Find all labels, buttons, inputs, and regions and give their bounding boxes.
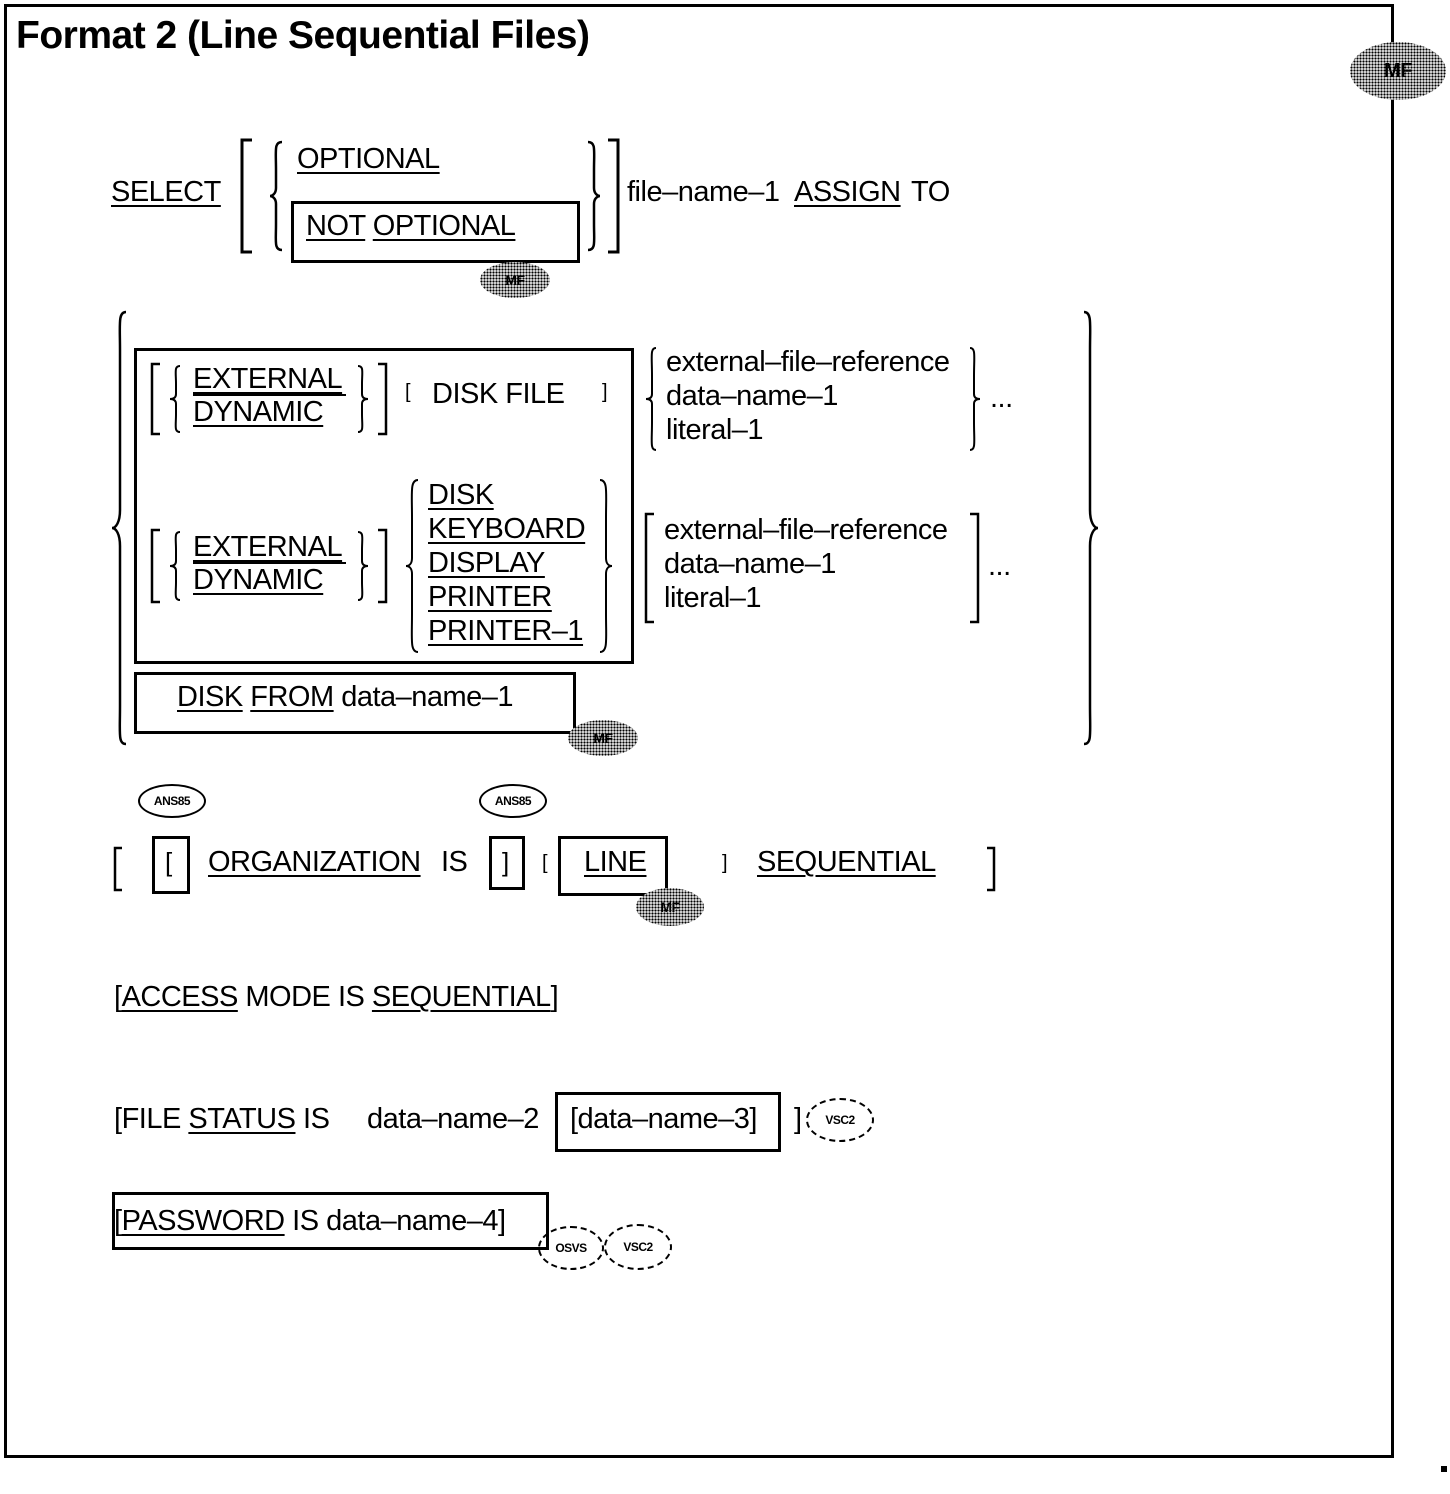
- device-printer: PRINTER: [428, 581, 552, 613]
- access-sequential-keyword: SEQUENTIAL: [371, 981, 551, 1013]
- data-name-3: [data–name–3]: [570, 1103, 757, 1135]
- device-printer-1: PRINTER–1: [428, 615, 584, 647]
- assign-left-brace: [111, 310, 127, 746]
- target1-external-file-reference: external–file–reference: [666, 346, 950, 378]
- device-right-brace: [599, 479, 613, 653]
- left-brace: [269, 140, 283, 252]
- mode-is-keyword: MODE IS: [245, 981, 365, 1013]
- file-keyword: FILE: [121, 1103, 182, 1135]
- org-is-keyword: IS: [441, 846, 468, 878]
- ans85-badge-1: ANS85: [138, 784, 206, 818]
- from-data-name-1: data–name–1: [341, 681, 514, 713]
- target1-literal-1: literal–1: [666, 414, 764, 446]
- status-keyword: STATUS: [188, 1103, 296, 1135]
- external-keyword-1: EXTERNAL: [193, 363, 343, 395]
- syntax-frame: [4, 4, 1394, 1458]
- row2-divider: [193, 562, 346, 564]
- organization-keyword: ORGANIZATION: [208, 846, 421, 878]
- access-keyword: ACCESS: [121, 981, 239, 1013]
- target2-literal-1: literal–1: [664, 582, 762, 614]
- status-is-keyword: IS: [303, 1103, 330, 1135]
- target2-external-file-reference: external–file–reference: [664, 514, 948, 546]
- not-optional-keyword: OPTIONAL: [372, 210, 516, 242]
- osvs-badge: OSVS: [538, 1226, 604, 1270]
- mf-badge-not-optional: MF: [480, 262, 550, 298]
- external-keyword-2: EXTERNAL: [193, 531, 343, 563]
- org-sequential-keyword: SEQUENTIAL: [757, 846, 936, 878]
- disk-from-box: [134, 672, 576, 734]
- corner-dot: [1441, 1466, 1447, 1472]
- mf-badge-title: MF: [1350, 42, 1446, 100]
- dynamic-keyword-2: DYNAMIC: [193, 564, 324, 596]
- device-disk: DISK: [428, 479, 494, 511]
- disk-file-close-bracket: ]: [602, 381, 608, 403]
- device-display: DISPLAY: [428, 547, 545, 579]
- assign-right-brace: [1083, 310, 1099, 746]
- row1-right-brace: [357, 365, 369, 433]
- right-bracket: [608, 138, 620, 254]
- device-assign-box: [134, 348, 634, 664]
- password-rest: IS data–name–4]: [292, 1205, 506, 1237]
- row1-divider: [193, 394, 346, 396]
- target2-ellipsis: ...: [988, 550, 1011, 582]
- row2-right-bracket: [378, 528, 388, 604]
- target1-right-brace: [969, 347, 981, 451]
- password-box: [112, 1192, 549, 1250]
- org-left-box: [152, 836, 190, 894]
- data-name-2: data–name–2: [367, 1103, 539, 1135]
- org-left-box-bracket: [: [165, 847, 172, 877]
- vsc2-badge-status: VSC2: [806, 1098, 874, 1142]
- disk-from-text: DISK FROM data–name–1: [177, 681, 514, 713]
- mf-badge-disk-from: MF: [568, 720, 638, 756]
- access-line: [ACCESS MODE IS SEQUENTIAL]: [114, 981, 559, 1013]
- target1-data-name-1: data–name–1: [666, 380, 838, 412]
- file-name-1: file–name–1: [627, 176, 780, 208]
- dynamic-keyword-1: DYNAMIC: [193, 396, 324, 428]
- select-keyword: SELECT: [111, 176, 221, 208]
- ans85-badge-2: ANS85: [479, 784, 547, 818]
- row1-left-bracket: [150, 362, 160, 436]
- right-brace: [587, 140, 601, 252]
- target1-ellipsis: ...: [990, 382, 1013, 414]
- row1-right-bracket: [378, 362, 388, 436]
- vsc2-badge-password: VSC2: [604, 1224, 672, 1270]
- left-bracket: [240, 138, 252, 254]
- mf-badge-line: MF: [636, 888, 704, 926]
- line-keyword: LINE: [584, 846, 647, 878]
- target1-left-brace: [645, 347, 657, 451]
- not-optional-box: [291, 201, 580, 263]
- target2-right-bracket: [970, 512, 980, 624]
- password-keyword: PASSWORD: [121, 1205, 286, 1237]
- to-keyword: TO: [911, 176, 950, 208]
- org-open-bracket: [113, 846, 122, 892]
- disk-file: DISK FILE: [432, 378, 565, 410]
- device-keyboard: KEYBOARD: [428, 513, 586, 545]
- file-status-line: [FILE STATUS IS: [114, 1103, 330, 1135]
- line-close-bracket: ]: [722, 852, 728, 874]
- target2-left-bracket: [644, 512, 654, 624]
- data-name-3-box: [555, 1092, 781, 1152]
- row2-left-bracket: [150, 528, 160, 604]
- target2-data-name-1: data–name–1: [664, 548, 836, 580]
- optional-keyword: OPTIONAL: [297, 143, 440, 175]
- disk-file-open-bracket: [: [405, 381, 411, 403]
- assign-keyword: ASSIGN: [794, 176, 901, 208]
- from-keyword: FROM: [250, 681, 334, 713]
- row2-left-brace: [169, 531, 181, 601]
- org-right-box-bracket: ]: [502, 847, 509, 877]
- line-box: [558, 836, 668, 896]
- row2-right-brace: [357, 531, 369, 601]
- disk-keyword: DISK: [177, 681, 243, 713]
- page-title: Format 2 (Line Sequential Files): [16, 14, 590, 57]
- device-left-brace: [405, 479, 419, 653]
- file-status-close-bracket: ]: [794, 1103, 802, 1135]
- org-right-box: [489, 836, 525, 890]
- password-line: [PASSWORD IS data–name–4]: [114, 1205, 506, 1237]
- not-optional-text: NOT OPTIONAL: [306, 210, 516, 242]
- not-keyword: NOT: [306, 210, 366, 242]
- org-close-bracket: [987, 846, 996, 892]
- line-open-bracket: [: [542, 852, 548, 874]
- row1-left-brace: [169, 365, 181, 433]
